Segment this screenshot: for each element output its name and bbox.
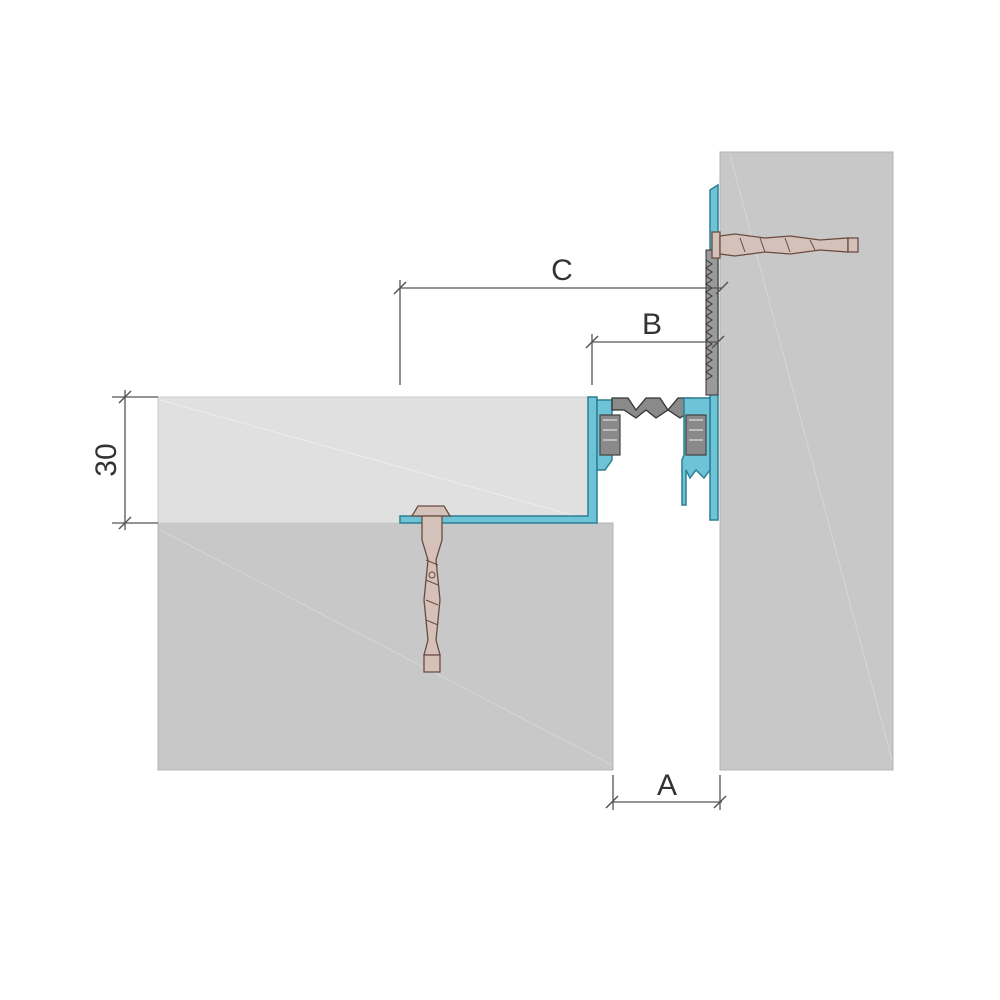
dimension-thickness: 30 (90, 390, 158, 530)
aluminium-profile-left (399, 396, 621, 524)
floor-slab (157, 522, 614, 771)
dimension-thickness-label: 30 (90, 443, 123, 476)
dimension-a-label: A (657, 769, 677, 802)
dimension-c: C (393, 254, 729, 385)
dimension-a: A (605, 769, 727, 810)
wall-block (719, 151, 894, 771)
screed-layer (157, 396, 594, 524)
wall-anchor (711, 231, 859, 259)
aluminium-profile-right (681, 183, 719, 521)
dimension-b-label: B (642, 308, 662, 341)
floor-anchor (410, 505, 452, 673)
dimension-c-label: C (551, 254, 573, 287)
dimension-b: B (585, 308, 725, 385)
